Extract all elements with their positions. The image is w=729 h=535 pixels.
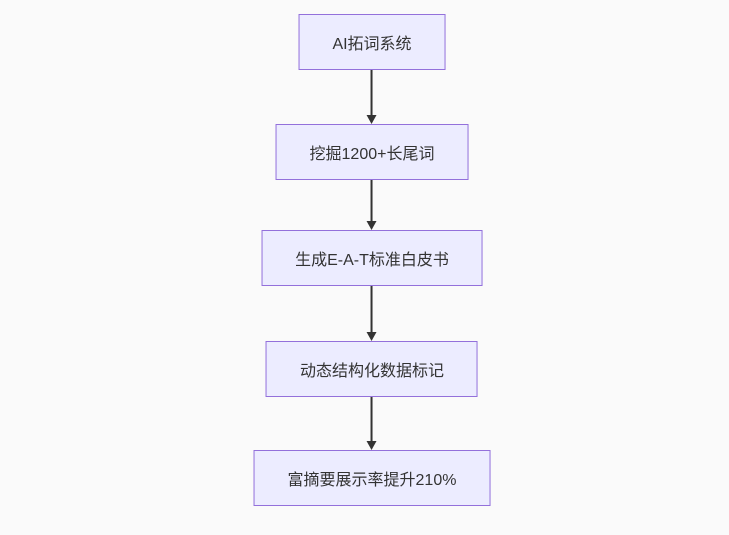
node-label: 富摘要展示率提升210% [287, 472, 457, 489]
node-label: 生成E-A-T标准白皮书 [295, 252, 449, 269]
flow-node-structured-data-markup: 动态结构化数据标记 [265, 341, 478, 397]
arrowhead-icon [367, 221, 377, 230]
arrowhead-icon [367, 332, 377, 341]
arrow-down-2 [366, 180, 378, 230]
flow-node-rich-snippet-result: 富摘要展示率提升210% [253, 450, 491, 506]
flow-node-longtail-mining: 挖掘1200+长尾词 [275, 124, 469, 180]
arrow-line [371, 70, 373, 115]
arrowhead-icon [367, 441, 377, 450]
node-label: 动态结构化数据标记 [299, 363, 444, 380]
arrow-line [371, 397, 373, 441]
arrow-down-4 [366, 397, 378, 450]
node-label: 挖掘1200+长尾词 [309, 146, 435, 163]
arrowhead-icon [367, 115, 377, 124]
flowchart: AI拓词系统 挖掘1200+长尾词 生成E-A-T标准白皮书 动态结构化数据标记 [253, 14, 491, 506]
flow-node-ai-keyword-system: AI拓词系统 [298, 14, 446, 70]
node-label: AI拓词系统 [332, 36, 412, 53]
flow-node-eat-whitepaper: 生成E-A-T标准白皮书 [261, 230, 483, 286]
arrow-line [371, 286, 373, 332]
arrow-down-3 [366, 286, 378, 341]
arrow-line [371, 180, 373, 221]
arrow-down-1 [366, 70, 378, 124]
